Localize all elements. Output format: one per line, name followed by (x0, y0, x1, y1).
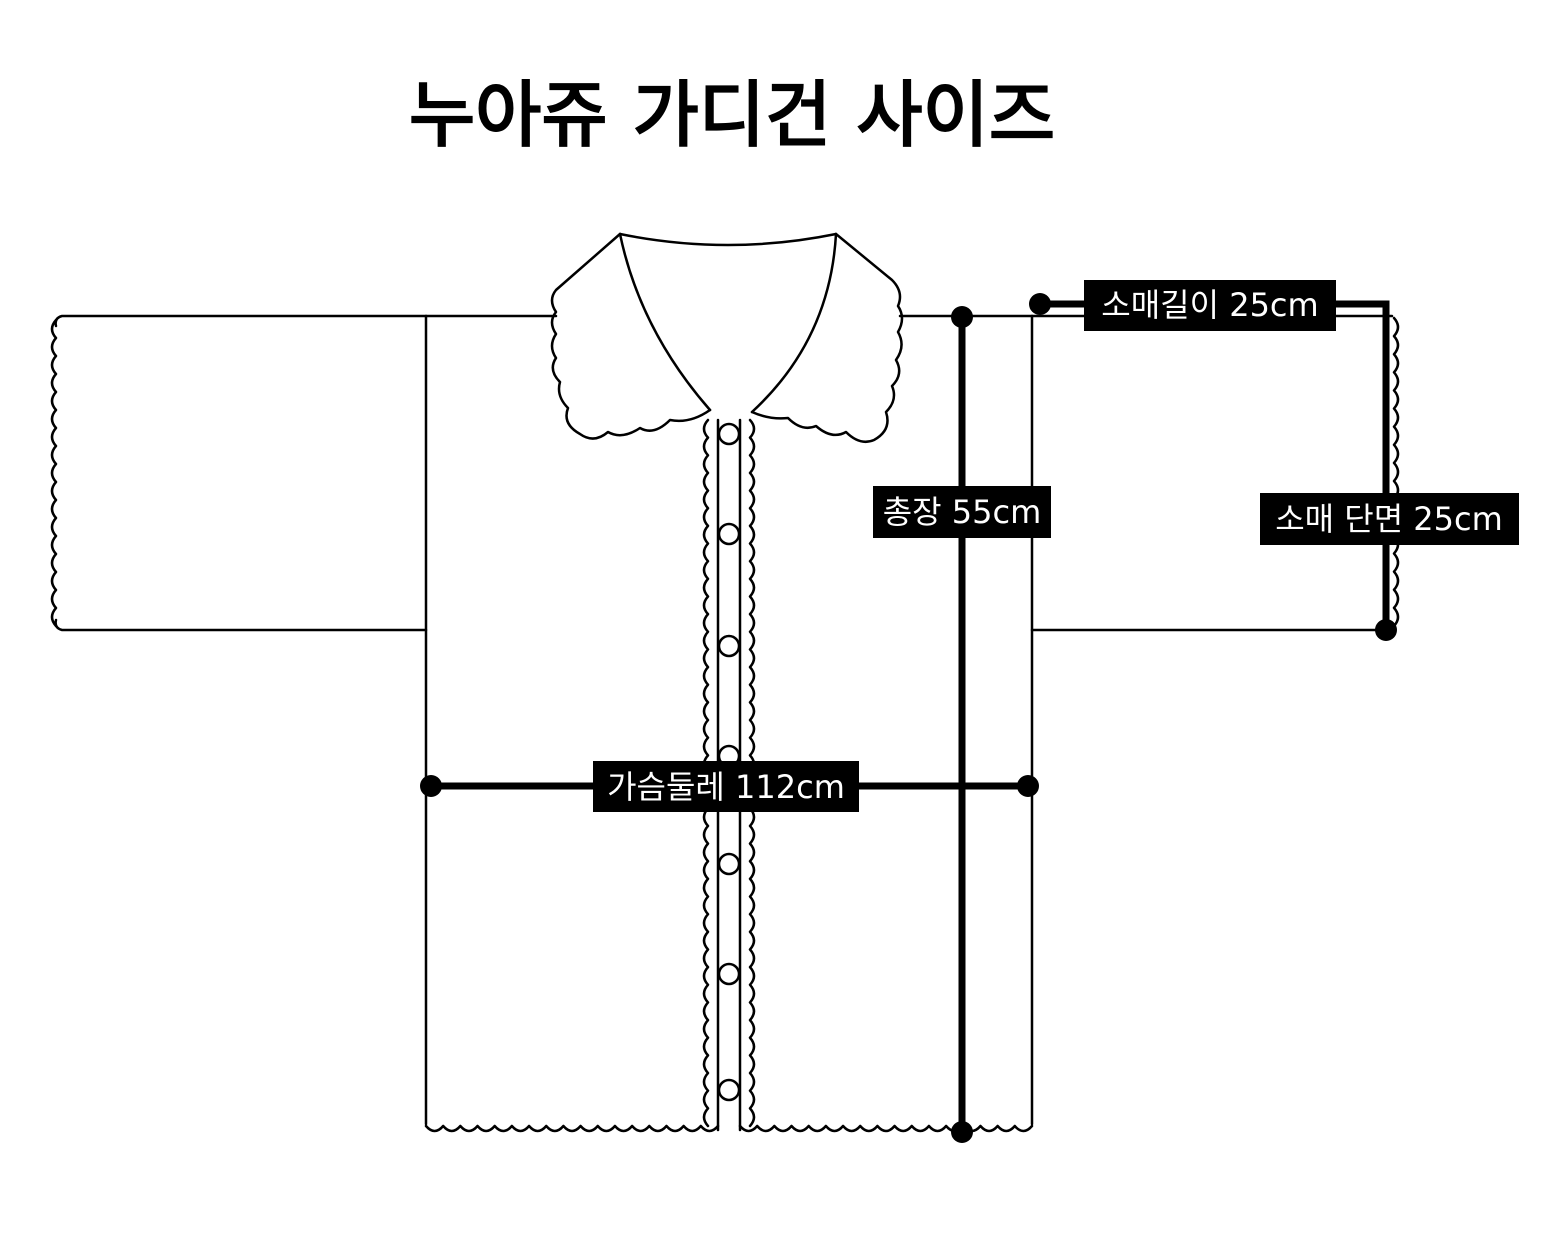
chest-label-bg (593, 761, 859, 812)
page-title: 누아쥬 가디건 사이즈 (409, 73, 1055, 157)
total-length-bottom-dot (951, 1121, 973, 1143)
sleeve-width-label-bg (1260, 493, 1519, 545)
collar-left-inner (618, 232, 712, 412)
collar-back (618, 232, 838, 247)
button-5 (717, 852, 741, 876)
sleeve-width-label-text: 소매 단면 25cm (1275, 500, 1503, 538)
total-length-label-text: 총장 55cm (883, 493, 1042, 531)
sleeve-right-cuff (1392, 316, 1400, 628)
collar-right-inner (750, 232, 838, 414)
total-length-top-dot (951, 306, 973, 328)
sleeve-length-label: 소매길이 25cm (1084, 280, 1336, 331)
button-2 (717, 522, 741, 546)
button-6 (717, 962, 741, 986)
chest-label-text: 가슴둘레 112cm (607, 768, 845, 806)
button-7 (717, 1078, 741, 1102)
sleeve-length-label-text: 소매길이 25cm (1101, 286, 1318, 324)
sleeve-length-label-bg (1084, 280, 1336, 331)
total-length-label: 총장 55cm (873, 486, 1051, 538)
button-3 (717, 634, 741, 658)
collar-right (750, 232, 904, 443)
hem-right (738, 1124, 1034, 1133)
sleeve-right (1030, 314, 1394, 632)
cardigan-illustration (50, 232, 1400, 1133)
sleeve-left (54, 314, 428, 632)
buttons (717, 422, 741, 1102)
hem-left (424, 1124, 720, 1133)
sleeve-width-end-dot (1375, 619, 1397, 641)
collar-left (550, 232, 712, 440)
button-1 (717, 422, 741, 446)
chest-right-dot (1017, 775, 1039, 797)
total-length-label-bg (873, 486, 1051, 538)
sleeve-length-start-dot (1029, 293, 1051, 315)
chest-left-dot (420, 775, 442, 797)
sleeve-width-label: 소매 단면 25cm (1260, 493, 1519, 545)
chest-label: 가슴둘레 112cm (593, 761, 859, 812)
sleeve-left-cuff (50, 318, 58, 628)
sleeve-length-line (1040, 300, 1390, 630)
